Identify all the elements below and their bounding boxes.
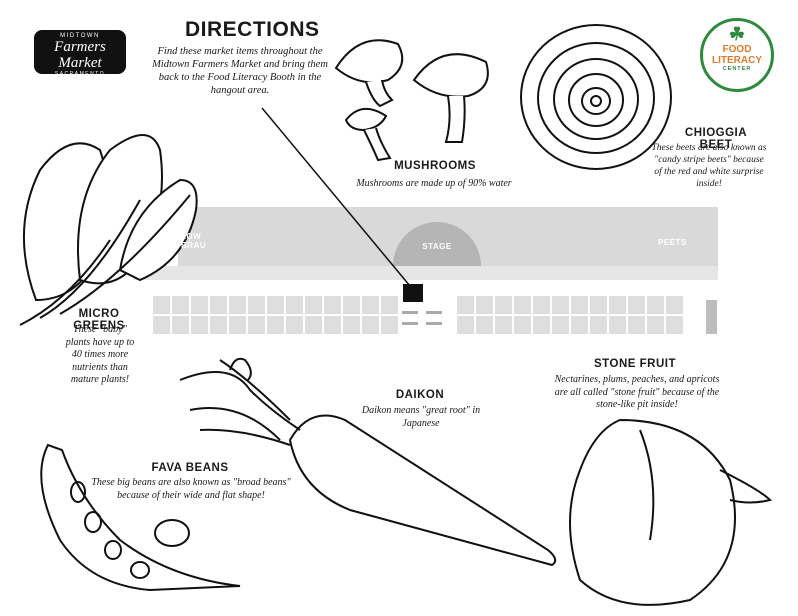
market-stall — [172, 296, 189, 314]
market-stall — [362, 316, 379, 334]
market-stall — [362, 296, 379, 314]
map-label-low-brau: LOW BRAU — [181, 232, 207, 250]
logo-fl-line1: FOOD — [722, 44, 752, 55]
market-stall — [552, 296, 569, 314]
market-stall — [153, 296, 170, 314]
market-stall — [305, 296, 322, 314]
logo-midtown-line3: SACRAMENTO — [54, 71, 106, 77]
market-stall — [514, 316, 531, 334]
hangout-bench — [426, 311, 442, 314]
market-stall — [248, 316, 265, 334]
market-stall — [286, 316, 303, 334]
hangout-bench — [426, 322, 442, 325]
market-stall — [514, 296, 531, 314]
market-stall — [229, 296, 246, 314]
market-stall — [457, 316, 474, 334]
market-stall — [343, 296, 360, 314]
market-stall — [381, 316, 398, 334]
mushrooms-text: Mushrooms are made up of 90% water — [356, 178, 512, 189]
market-stall — [191, 316, 208, 334]
market-stall — [267, 316, 284, 334]
fava-beans-illustration — [40, 443, 241, 592]
mushrooms-title: MUSHROOMS — [394, 160, 476, 172]
stone-fruit-title: STONE FRUIT — [594, 358, 676, 370]
hangout-bench — [402, 311, 418, 314]
map-label-peets: PEETS — [658, 238, 687, 247]
directions-title: DIRECTIONS — [185, 18, 320, 41]
food-literacy-center-logo: ☘ FOOD LITERACY CENTER — [700, 18, 774, 92]
market-stall — [590, 296, 607, 314]
market-stall — [666, 316, 683, 334]
map-label-stage: STAGE — [422, 242, 452, 251]
map-road-lower — [133, 266, 718, 280]
market-stall — [495, 296, 512, 314]
market-stall — [571, 316, 588, 334]
directions-pointer-line — [261, 107, 411, 287]
fava-beans-title: FAVA BEANS — [151, 462, 229, 474]
market-stall — [343, 316, 360, 334]
market-stall — [381, 296, 398, 314]
market-stall — [324, 316, 341, 334]
map-end-block — [706, 300, 717, 334]
market-stall — [628, 296, 645, 314]
market-stall — [590, 316, 607, 334]
chef-hat-icon: ☘ — [728, 24, 746, 44]
logo-midtown-line2: Farmers Market — [54, 39, 106, 71]
chioggia-beet-title: CHIOGGIA BEET — [684, 127, 748, 151]
logo-midtown-line1: MIDTOWN — [60, 33, 100, 39]
market-stall — [647, 316, 664, 334]
micro-greens-text: These "baby" plants have up to 40 times … — [65, 324, 135, 385]
market-stall — [628, 316, 645, 334]
fava-beans-text: These big beans are also known as "broad… — [91, 477, 291, 501]
market-stall — [609, 296, 626, 314]
micro-greens-title: MICRO GREENS — [73, 308, 125, 332]
midtown-farmers-market-logo: MIDTOWN Farmers Market SACRAMENTO — [34, 30, 126, 77]
market-stall — [229, 316, 246, 334]
daikon-text: Daikon means "great root" in Japanese — [361, 405, 481, 429]
directions-body: Find these market items throughout the M… — [152, 46, 328, 97]
market-stall — [191, 296, 208, 314]
market-stall — [210, 316, 227, 334]
market-stall — [666, 296, 683, 314]
mushrooms-illustration — [334, 39, 489, 162]
daikon-title: DAIKON — [395, 389, 445, 401]
stone-fruit-illustration — [569, 418, 772, 606]
market-map — [133, 207, 718, 334]
market-stall — [571, 296, 588, 314]
market-stall — [533, 316, 550, 334]
hangout-bench — [402, 322, 418, 325]
stalls-left — [153, 296, 398, 334]
market-stall — [552, 316, 569, 334]
chioggia-beet-illustration — [520, 24, 672, 170]
stalls-right — [457, 296, 683, 334]
market-stall — [172, 316, 189, 334]
market-stall — [210, 296, 227, 314]
market-stall — [153, 316, 170, 334]
market-stall — [248, 296, 265, 314]
daikon-illustration — [179, 357, 557, 567]
market-stall — [495, 316, 512, 334]
market-stall — [324, 296, 341, 314]
logo-fl-line3: CENTER — [722, 66, 752, 72]
market-stall — [533, 296, 550, 314]
market-stall — [476, 296, 493, 314]
chioggia-beet-text: These beets are also known as "candy str… — [651, 143, 767, 189]
market-stall — [647, 296, 664, 314]
micro-greens-illustration — [19, 134, 198, 326]
market-stall — [305, 316, 322, 334]
market-stall — [457, 296, 474, 314]
market-stall — [267, 296, 284, 314]
market-stall — [286, 296, 303, 314]
market-stall — [476, 316, 493, 334]
stone-fruit-text: Nectarines, plums, peaches, and apricots… — [554, 374, 720, 410]
market-stall — [609, 316, 626, 334]
stage-shape — [393, 222, 481, 266]
food-literacy-booth-marker — [403, 284, 423, 302]
logo-fl-line2: LITERACY — [712, 55, 762, 66]
